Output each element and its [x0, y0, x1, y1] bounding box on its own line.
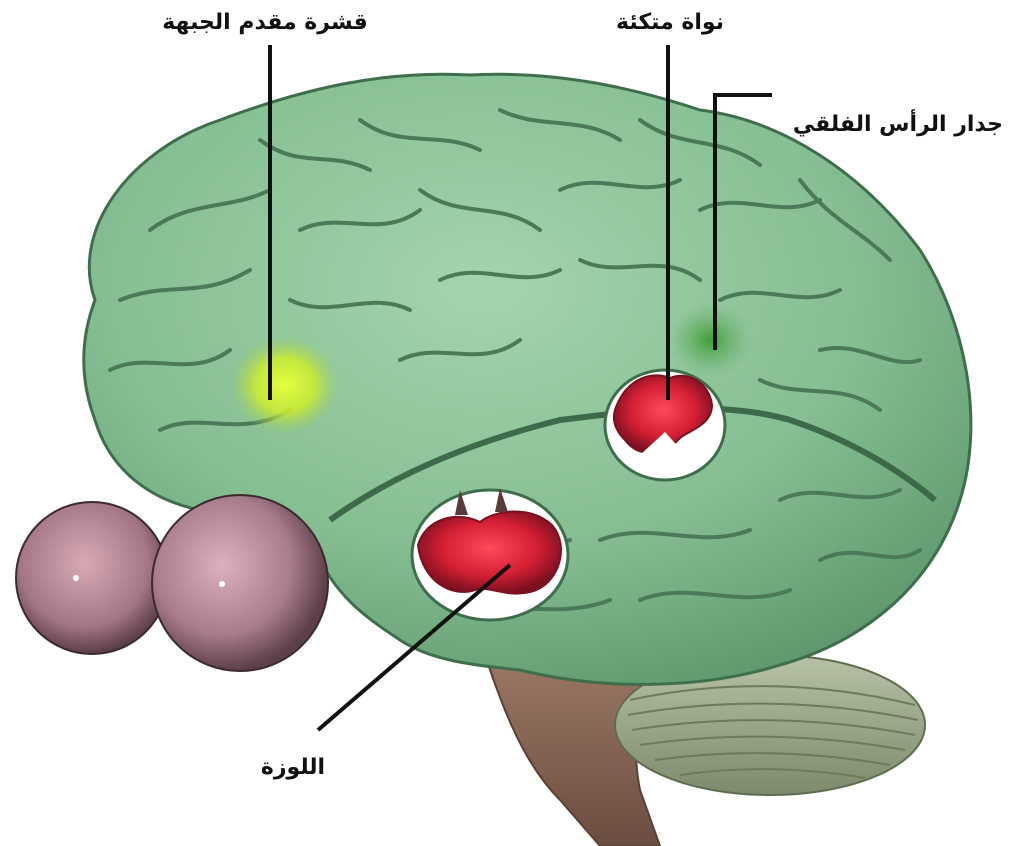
eyeballs: [16, 495, 328, 671]
label-amygdala: اللوزة: [238, 755, 348, 780]
left-eyeball: [16, 502, 168, 654]
nucleus-accumbens-cutaway: [605, 370, 725, 480]
amygdala-cutaway: [412, 488, 568, 620]
prefrontal-highlight: [230, 335, 340, 435]
parietal-highlight: [668, 302, 752, 378]
right-eyeball: [152, 495, 328, 671]
label-parietal-lobe: جدار الرأس الفلقي: [778, 112, 1003, 137]
label-nucleus-accumbens: نواة متكئة: [595, 10, 745, 35]
label-prefrontal-cortex: قشرة مقدم الجبهة: [160, 10, 370, 35]
